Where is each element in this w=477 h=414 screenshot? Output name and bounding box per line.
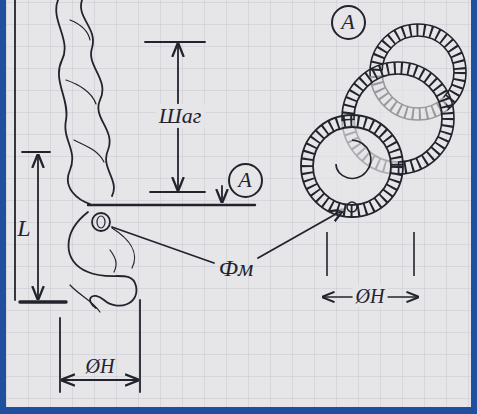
extension-line xyxy=(20,300,66,304)
length-dimension: L xyxy=(17,215,30,241)
wire-diameter-label: Фм xyxy=(219,255,254,281)
extension-line xyxy=(60,300,140,392)
coil-ridge xyxy=(66,20,104,162)
coil-ring xyxy=(313,127,391,205)
paper xyxy=(6,0,471,407)
coil-ring xyxy=(301,115,403,217)
wire-section xyxy=(347,202,357,212)
section-line xyxy=(88,204,255,206)
extension-line xyxy=(22,151,50,153)
wire-section xyxy=(97,216,105,228)
left-view xyxy=(15,0,343,392)
section-arrow xyxy=(221,186,223,202)
coil-ring xyxy=(306,120,398,212)
wire-section xyxy=(92,213,110,231)
dimension-line xyxy=(62,379,138,381)
section-view xyxy=(301,24,466,297)
leader-line xyxy=(112,227,214,263)
reference-line xyxy=(14,0,16,300)
view-letter: A xyxy=(238,168,251,192)
coil-diameter-dimension: ØH xyxy=(86,355,115,377)
grid xyxy=(6,0,471,407)
section-marker: A xyxy=(228,163,263,198)
coil-diameter-dimension: ØH xyxy=(353,285,388,307)
extension-line xyxy=(145,42,205,192)
extension-line xyxy=(327,232,414,276)
helix-edge xyxy=(81,0,114,196)
coil-ring xyxy=(307,121,397,211)
section-marker: A xyxy=(331,5,366,40)
dimension-line xyxy=(37,155,39,299)
coil-spiral xyxy=(336,140,371,178)
pitch-dimension: Шаг xyxy=(156,104,205,128)
leader-line xyxy=(258,210,343,258)
helix-edge xyxy=(69,212,137,308)
coil-ridge xyxy=(70,228,135,312)
view-letter: A xyxy=(341,10,354,34)
